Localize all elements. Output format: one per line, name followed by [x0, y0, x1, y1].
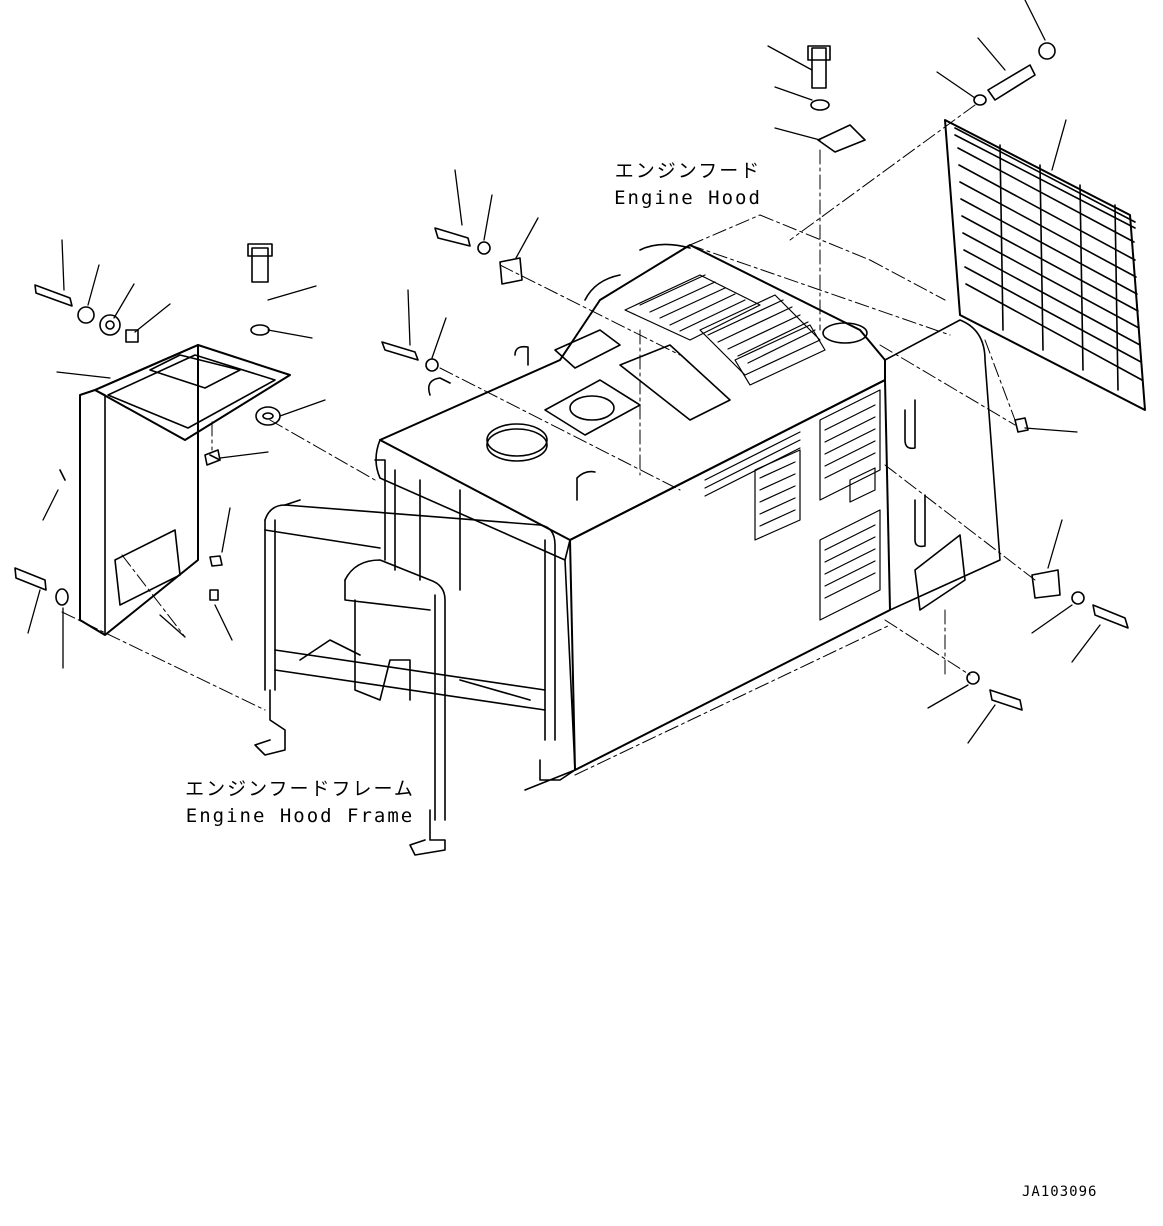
engine-hood-frame-label-en: Engine Hood Frame [185, 805, 415, 827]
hardware-parts [14, 42, 1129, 711]
engine-hood-assembly [375, 243, 1001, 771]
engine-hood-label-en: Engine Hood [614, 187, 762, 209]
engine-hood-label-ja: エンジンフード [614, 160, 762, 182]
rear-grille [944, 119, 1146, 411]
assembly-center-lines [61, 104, 1036, 776]
top-louver-grille [624, 274, 826, 386]
leader-lines [27, 0, 1101, 744]
engine-hood-frame-label-ja: エンジンフードフレーム [185, 778, 415, 800]
engine-hood-frame [254, 459, 576, 856]
top-bracket-plate [94, 344, 291, 441]
side-louver-grille [704, 389, 881, 621]
drawing-number: JA103096 [1022, 1184, 1098, 1200]
left-side-panel [59, 344, 221, 636]
